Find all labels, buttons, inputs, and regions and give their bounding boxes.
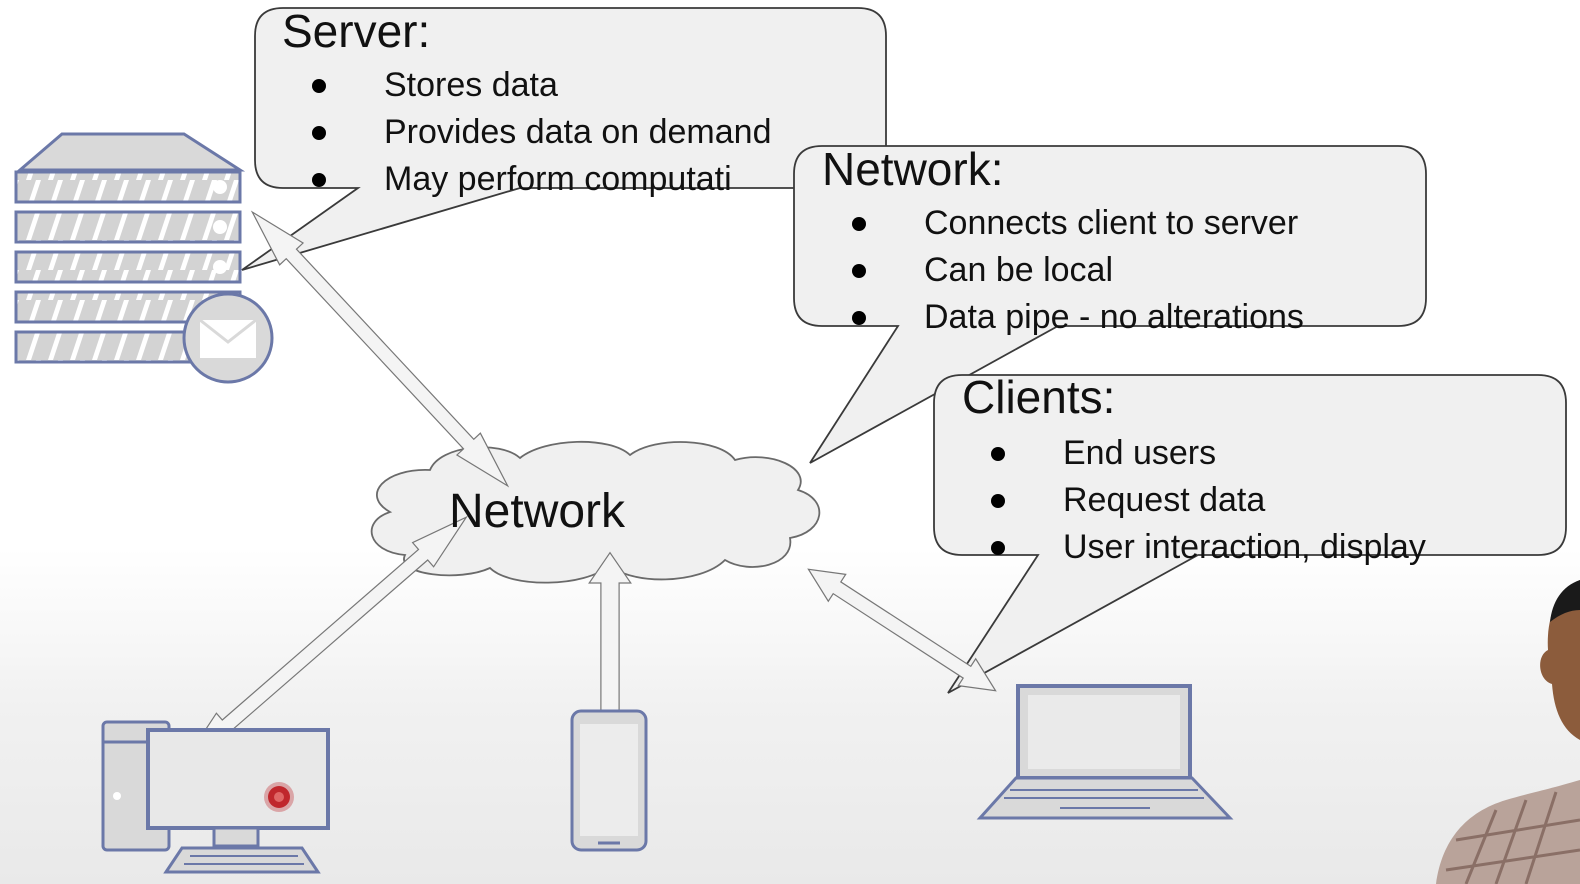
- envelope-icon: [182, 292, 274, 384]
- server-callout: Server: Stores data Provides data on dem…: [282, 8, 771, 203]
- desktop-computer-icon: [101, 720, 330, 874]
- bullet-icon: [991, 541, 1005, 555]
- clients-callout: Clients: End users Request data User int…: [962, 374, 1426, 571]
- bullet-icon: [991, 494, 1005, 508]
- server-callout-title: Server:: [282, 5, 431, 57]
- list-item: Stores data: [312, 62, 771, 109]
- bullet-icon: [312, 173, 326, 187]
- clients-callout-title: Clients:: [962, 371, 1116, 423]
- arrow-desktop-network: [173, 505, 477, 775]
- record-indicator-icon: [264, 782, 294, 812]
- bullet-icon: [991, 447, 1005, 461]
- bullet-icon: [852, 264, 866, 278]
- network-cloud-label: Network: [449, 485, 626, 538]
- list-item: User interaction, display: [991, 524, 1426, 571]
- bullet-icon: [852, 217, 866, 231]
- list-item: May perform computati: [312, 156, 771, 203]
- bullet-icon: [312, 79, 326, 93]
- list-item: Provides data on demand: [312, 109, 771, 156]
- list-item: Connects client to server: [852, 200, 1304, 247]
- network-cloud-icon: [370, 440, 821, 584]
- presenter-silhouette: [1436, 580, 1580, 884]
- list-item: Data pipe - no alterations: [852, 294, 1304, 341]
- list-item: End users: [991, 430, 1426, 477]
- laptop-icon: [976, 684, 1234, 820]
- network-callout: Network: Connects client to server Can b…: [822, 146, 1304, 341]
- clients-callout-list: End users Request data User interaction,…: [991, 430, 1426, 571]
- bullet-icon: [312, 126, 326, 140]
- list-item: Can be local: [852, 247, 1304, 294]
- list-item: Request data: [991, 477, 1426, 524]
- server-callout-list: Stores data Provides data on demand May …: [312, 62, 771, 203]
- network-callout-list: Connects client to server Can be local D…: [852, 200, 1304, 341]
- network-callout-title: Network:: [822, 143, 1004, 195]
- bullet-icon: [852, 311, 866, 325]
- clients-callout-bubble: [933, 374, 1567, 694]
- arrow-laptop-network: [800, 556, 1005, 704]
- arrow-server-network: [241, 201, 520, 497]
- smartphone-icon: [570, 709, 648, 852]
- server-callout-bubble: [241, 7, 887, 271]
